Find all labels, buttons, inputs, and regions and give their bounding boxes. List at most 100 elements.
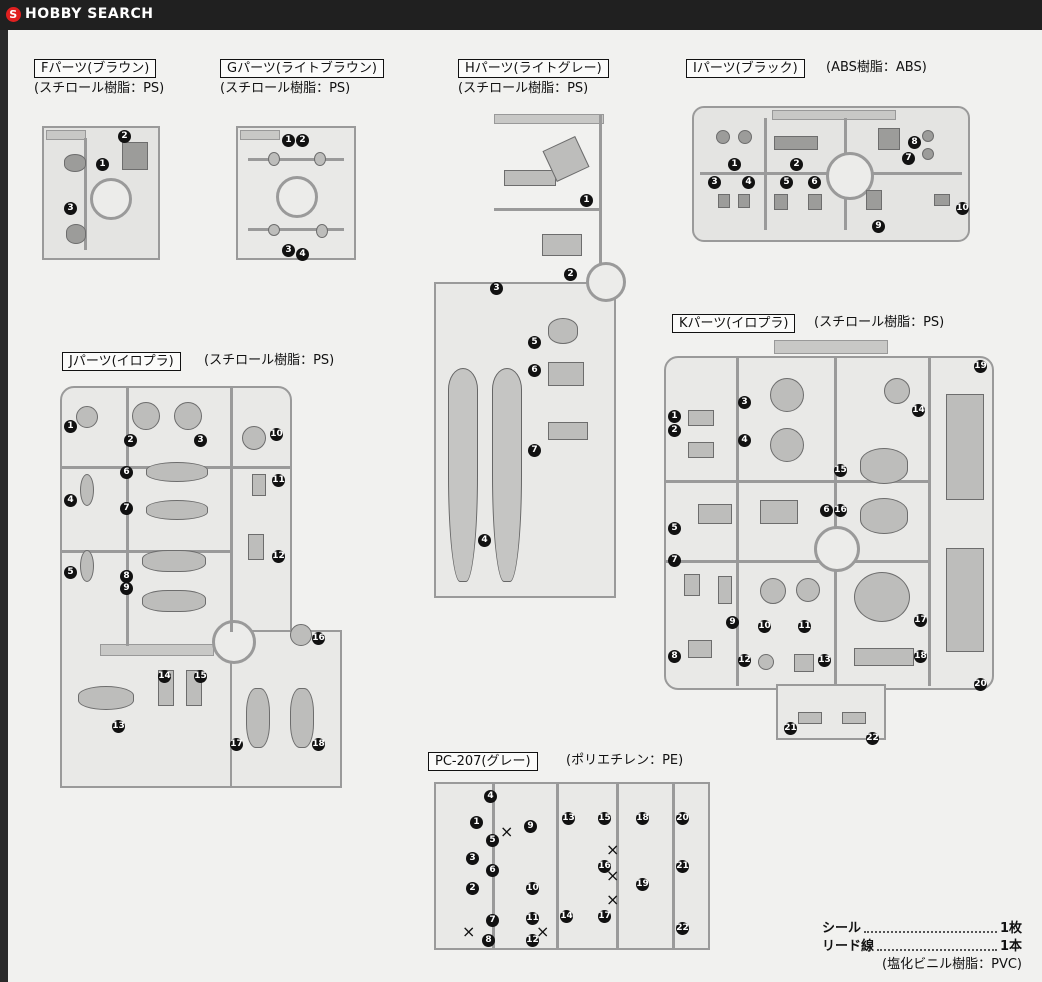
j-num-5: 5: [64, 566, 77, 579]
lead-row: リード線 1本: [822, 938, 1022, 956]
j-num-18: 18: [312, 738, 325, 751]
j-num-17: 17: [230, 738, 243, 751]
k-num-21: 21: [784, 722, 797, 735]
j-part-8: [142, 550, 206, 572]
pc-num-3: 3: [466, 852, 479, 865]
pc-num-6: 6: [486, 864, 499, 877]
j-num-2: 2: [124, 434, 137, 447]
seal-row: シール 1枚: [822, 920, 1022, 938]
f-part-2: [122, 142, 148, 170]
frame-g-runner-ring: [276, 176, 318, 218]
i-num-7: 7: [902, 152, 915, 165]
pc-unused-mark: ×: [606, 890, 620, 909]
frame-k-label: Kパーツ(イロプラ): [672, 314, 796, 333]
pc-num-10: 10: [526, 882, 539, 895]
pc-num-4: 4: [484, 790, 497, 803]
i-part-10: [934, 194, 950, 206]
seal-label: シール: [822, 921, 862, 936]
watermark-bar: S HOBBY SEARCH: [0, 0, 1042, 30]
j-part-7: [146, 500, 208, 520]
frame-h-tag: [494, 114, 604, 124]
i-num-5: 5: [780, 176, 793, 189]
i-part-8: [922, 130, 934, 142]
frame-i-material: (ABS樹脂：ABS): [826, 60, 927, 75]
accessories-list: シール 1枚 リード線 1本 (塩化ビニル樹脂：PVC): [822, 920, 1022, 974]
k-part-18: [854, 648, 914, 666]
k-num-1: 1: [668, 410, 681, 423]
k-num-13: 13: [818, 654, 831, 667]
k-num-15: 15: [834, 464, 847, 477]
i-num-3: 3: [708, 176, 721, 189]
k-part-8: [688, 640, 712, 658]
k-num-5: 5: [668, 522, 681, 535]
frame-j-material: (スチロール樹脂：PS): [204, 353, 335, 368]
k-part-17: [854, 572, 910, 622]
frame-f-label: Fパーツ(ブラウン): [34, 59, 157, 78]
j-num-6: 6: [120, 466, 133, 479]
k-part-1: [688, 410, 714, 426]
k-num-18: 18: [914, 650, 927, 663]
j-part-2: [132, 402, 160, 430]
h-part-2: [542, 234, 582, 256]
j-num-4: 4: [64, 494, 77, 507]
pc-num-22: 22: [676, 922, 689, 935]
j-part-5: [80, 550, 94, 582]
j-num-3: 3: [194, 434, 207, 447]
j-num-13: 13: [112, 720, 125, 733]
pc-unused-mark: ×: [536, 922, 550, 941]
pc-num-19: 19: [636, 878, 649, 891]
pc-unused-mark: ×: [462, 922, 476, 941]
frame-i-label: Iパーツ(ブラック): [686, 59, 805, 78]
g-num-4: 4: [296, 248, 309, 261]
logo-mark-icon: S: [6, 6, 21, 22]
frame-j-tag: [100, 644, 214, 656]
j-num-10: 10: [270, 428, 283, 441]
k-num-2: 2: [668, 424, 681, 437]
pc-unused-mark: ×: [606, 840, 620, 859]
pc-num-18: 18: [636, 812, 649, 825]
j-num-1: 1: [64, 420, 77, 433]
j-part-11: [252, 474, 266, 496]
i-part-2: [774, 136, 818, 150]
f-part-1: [64, 154, 86, 172]
frame-pc-label: PC-207(グレー): [428, 752, 538, 771]
f-num-1: 1: [96, 158, 109, 171]
j-part-4: [80, 474, 94, 506]
frame-h-runner-ring: [586, 262, 626, 302]
frame-i-runner: 1 2 3 4 5 6 7 8 9 10: [692, 106, 970, 242]
frame-i-tag: [772, 110, 896, 120]
j-part-18: [290, 688, 314, 748]
frame-k-material: (スチロール樹脂：PS): [814, 315, 945, 330]
k-num-22: 22: [866, 732, 879, 745]
k-part-14: [884, 378, 910, 404]
pc-unused-mark: ×: [606, 866, 620, 885]
j-num-11: 11: [272, 474, 285, 487]
pc-num-21: 21: [676, 860, 689, 873]
i-part-9: [866, 190, 882, 210]
k-part-12: [758, 654, 774, 670]
k-num-8: 8: [668, 650, 681, 663]
f-num-2: 2: [118, 130, 131, 143]
h-num-7: 7: [528, 444, 541, 457]
k-part-10: [760, 578, 786, 604]
j-num-12: 12: [272, 550, 285, 563]
g-num-3: 3: [282, 244, 295, 257]
k-part-4: [770, 428, 804, 462]
j-part-3: [174, 402, 202, 430]
h-num-2: 2: [564, 268, 577, 281]
j-num-9: 9: [120, 582, 133, 595]
frame-f-runner-ring: [90, 178, 132, 220]
j-part-9: [142, 590, 206, 612]
k-part-13: [794, 654, 814, 672]
lead-label: リード線: [822, 939, 875, 954]
k-num-12: 12: [738, 654, 751, 667]
k-num-19: 19: [974, 360, 987, 373]
j-part-10: [242, 426, 266, 450]
pc-num-2: 2: [466, 882, 479, 895]
frame-pc-runner: 4 1 5 3 6 2 7 8 9 10 11 12 13 14 15 16 1…: [434, 782, 710, 950]
k-part-6: [760, 500, 798, 524]
g-num-2: 2: [296, 134, 309, 147]
i-num-2: 2: [790, 158, 803, 171]
f-num-3: 3: [64, 202, 77, 215]
pc-num-8: 8: [482, 934, 495, 947]
